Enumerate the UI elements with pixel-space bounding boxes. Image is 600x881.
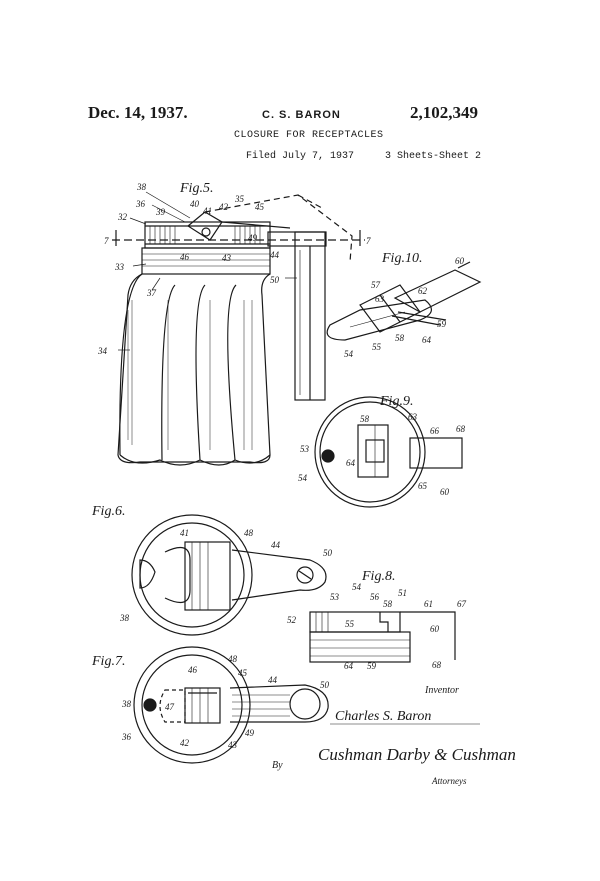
ref-53-fig9: 53 bbox=[300, 444, 310, 454]
ref-58-fig10: 58 bbox=[395, 333, 405, 343]
figure-10: Fig.10. 57 63 62 60 59 58 64 55 54 bbox=[326, 251, 482, 359]
ref-59-fig8: 59 bbox=[367, 661, 377, 671]
figure-5: Fig.5. 7 7 bbox=[97, 181, 371, 466]
patent-date: Dec. 14, 1937. bbox=[88, 103, 188, 122]
ref-62-fig10: 62 bbox=[418, 286, 428, 296]
fig7-label: Fig.7. bbox=[91, 654, 125, 669]
ref-36-fig5: 36 bbox=[135, 199, 146, 209]
ref-52-fig8: 52 bbox=[287, 615, 297, 625]
ref-48-fig6: 48 bbox=[244, 528, 254, 538]
fig5-label: Fig.5. bbox=[179, 181, 213, 196]
ref-55-fig10: 55 bbox=[372, 342, 382, 352]
ref-63-fig10: 63 bbox=[375, 294, 385, 304]
ref-41-fig6: 41 bbox=[180, 528, 189, 538]
ref-54-fig8: 54 bbox=[352, 582, 362, 592]
ref-66-fig9: 66 bbox=[430, 426, 440, 436]
ref-33-fig5: 33 bbox=[114, 262, 125, 272]
ref-60-fig10: 60 bbox=[455, 256, 465, 266]
ref-50-fig5: 50 bbox=[270, 275, 280, 285]
ref-46-fig5: 46 bbox=[180, 252, 190, 262]
sheet-count: 3 Sheets-Sheet 2 bbox=[385, 151, 482, 162]
ref-47-fig7: 47 bbox=[165, 702, 175, 712]
ref-58-fig8: 58 bbox=[383, 599, 393, 609]
ref-46-fig7: 46 bbox=[188, 665, 198, 675]
by-label: By bbox=[272, 760, 283, 771]
figure-8: Fig.8. 54 53 56 51 58 61 67 52 55 60 64 … bbox=[287, 569, 467, 671]
ref-60-fig9: 60 bbox=[440, 487, 450, 497]
ref-43-fig7: 43 bbox=[228, 740, 238, 750]
ref-41-fig5: 41 bbox=[203, 206, 212, 216]
ref-64-fig10: 64 bbox=[422, 335, 432, 345]
ref-64-fig8: 64 bbox=[344, 661, 354, 671]
ref-64-fig9: 64 bbox=[346, 458, 356, 468]
ref-58-fig9: 58 bbox=[360, 414, 370, 424]
fig9-label: Fig.9. bbox=[379, 394, 413, 409]
ref-36-fig7: 36 bbox=[121, 732, 132, 742]
ref-53-fig8: 53 bbox=[330, 592, 340, 602]
ref-44-fig7: 44 bbox=[268, 675, 278, 685]
fig10-label: Fig.10. bbox=[381, 251, 422, 266]
fig6-label: Fig.6. bbox=[91, 504, 125, 519]
ref-42-fig5: 42 bbox=[219, 202, 229, 212]
patent-number: 2,102,349 bbox=[410, 103, 478, 122]
ref-38-fig6: 38 bbox=[119, 613, 130, 623]
ref-68-fig8: 68 bbox=[432, 660, 442, 670]
ref-50-fig6: 50 bbox=[323, 548, 333, 558]
ref-40-fig5: 40 bbox=[190, 199, 200, 209]
filed-date: Filed July 7, 1937 bbox=[246, 151, 355, 162]
inventor-header: C. S. BARON bbox=[262, 109, 341, 121]
ref-59-fig10: 59 bbox=[437, 319, 447, 329]
figure-6: Fig.6. 41 48 44 50 38 bbox=[91, 504, 333, 636]
ref-38-fig5: 38 bbox=[136, 182, 147, 192]
ref-63-fig9: 63 bbox=[408, 412, 418, 422]
ref-43-fig5: 43 bbox=[222, 253, 232, 263]
ref-7-right: 7 bbox=[366, 236, 371, 246]
ref-7-left: 7 bbox=[104, 236, 109, 246]
ref-55-fig8: 55 bbox=[345, 619, 355, 629]
ref-44-fig6: 44 bbox=[271, 540, 281, 550]
ref-54-fig9: 54 bbox=[298, 473, 308, 483]
ref-45-fig5: 45 bbox=[255, 202, 265, 212]
fig8-label: Fig.8. bbox=[361, 569, 395, 584]
ref-68-fig9: 68 bbox=[456, 424, 466, 434]
ref-48-fig7: 48 bbox=[228, 654, 238, 664]
ref-44-fig5: 44 bbox=[270, 250, 280, 260]
ref-67-fig8: 67 bbox=[457, 599, 467, 609]
figure-7: Fig.7. 48 46 45 44 50 38 47 36 49 42 43 bbox=[91, 646, 330, 764]
ref-51-fig8: 51 bbox=[398, 588, 407, 598]
ref-45-fig7: 45 bbox=[238, 668, 248, 678]
ref-38-fig7: 38 bbox=[121, 699, 132, 709]
ref-56-fig8: 56 bbox=[370, 592, 380, 602]
ref-34-fig5: 34 bbox=[97, 346, 108, 356]
ref-54-fig10: 54 bbox=[344, 349, 354, 359]
signature-block: Inventor Charles S. Baron By Cushman Dar… bbox=[272, 685, 516, 786]
ref-49-fig7: 49 bbox=[245, 728, 255, 738]
inventor-label: Inventor bbox=[424, 685, 459, 696]
attorneys-label: Attorneys bbox=[431, 776, 467, 786]
ref-35-fig5: 35 bbox=[234, 194, 245, 204]
attorneys-signature: Cushman Darby & Cushman bbox=[318, 745, 516, 764]
ref-50-fig7: 50 bbox=[320, 680, 330, 690]
ref-39-fig5: 39 bbox=[155, 207, 166, 217]
ref-32-fig5: 32 bbox=[117, 212, 128, 222]
ref-42-fig7: 42 bbox=[180, 738, 190, 748]
figure-9: Fig.9. 58 63 66 68 53 64 54 65 60 bbox=[298, 394, 466, 508]
inventor-signature: Charles S. Baron bbox=[335, 709, 431, 724]
ref-60-fig8: 60 bbox=[430, 624, 440, 634]
ref-61-fig8: 61 bbox=[424, 599, 433, 609]
patent-title: CLOSURE FOR RECEPTACLES bbox=[234, 130, 384, 141]
ref-57-fig10: 57 bbox=[371, 280, 381, 290]
ref-37-fig5: 37 bbox=[146, 288, 157, 298]
ref-65-fig9: 65 bbox=[418, 481, 428, 491]
ref-49-fig5: 49 bbox=[248, 233, 258, 243]
